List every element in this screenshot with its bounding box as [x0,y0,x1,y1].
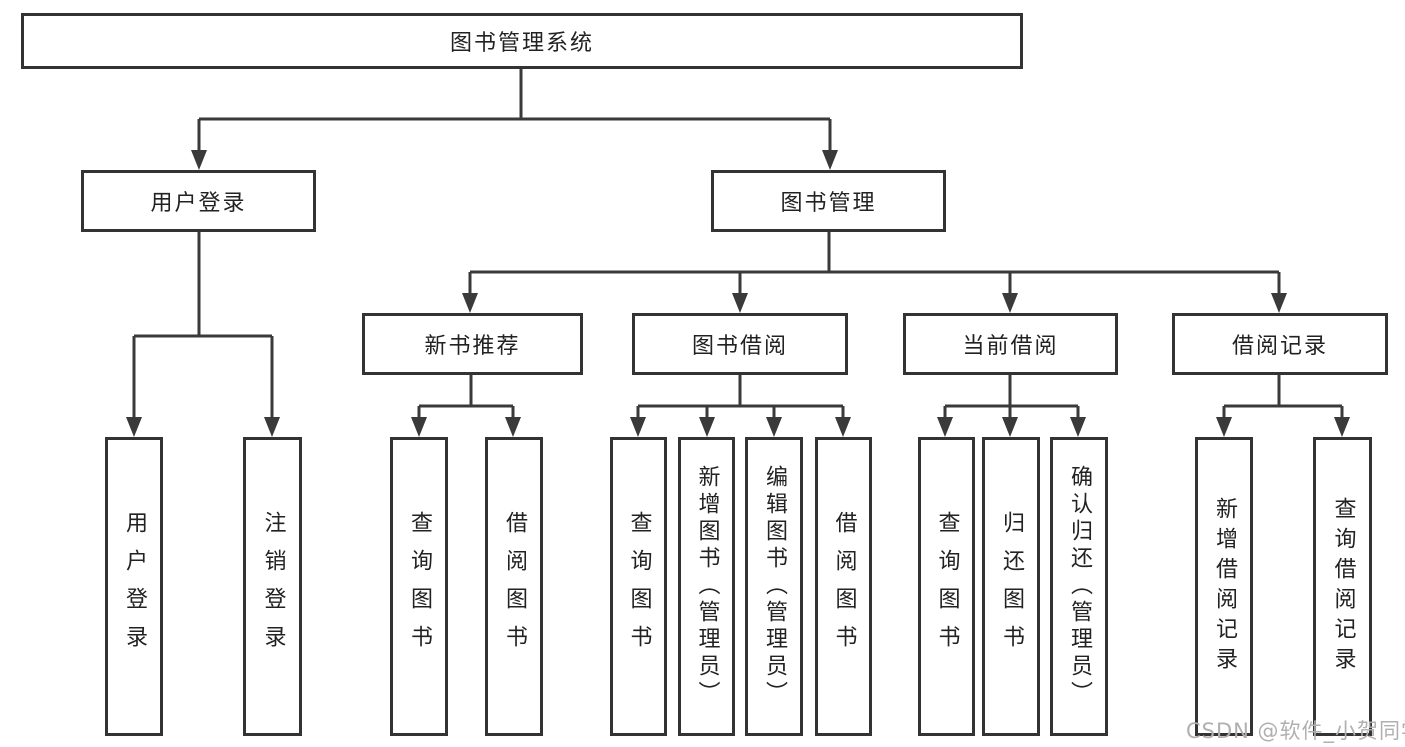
connector-userlogin-to-leaves [126,232,280,437]
leaf-add-books-admin-label: 新增图书（管理员） [694,465,720,708]
leaf-logout: 注销登录 [243,437,302,736]
leaf-query-books-newrec: 查询图书 [390,437,448,736]
leaf-confirm-return-admin: 确认归还（管理员） [1050,437,1108,736]
leaf-edit-books-admin-label: 编辑图书（管理员） [762,465,787,708]
csdn-watermark: CSDN @软件_小贺同学 [1186,719,1405,743]
leaf-logout-label: 注销登录 [260,510,286,663]
leaf-query-books-borrow-label: 查询图书 [626,510,652,663]
leaf-add-books-admin: 新增图书（管理员） [678,437,735,736]
leaf-borrow-books: 借阅图书 [815,437,872,736]
leaf-query-borrow-record-label: 查询借阅记录 [1330,496,1356,677]
node-new-book-recommendation: 新书推荐 [362,313,583,375]
connector-bookmgmt-to-level3 [462,232,1287,313]
leaf-borrow-books-newrec: 借阅图书 [485,437,543,736]
connector-borrowrecord-to-leaves [1216,375,1350,437]
connector-currentborrow-to-leaves [937,375,1086,437]
leaf-add-borrow-record-label: 新增借阅记录 [1212,496,1237,677]
node-book-management: 图书管理 [711,170,946,232]
node-borrowing-records: 借阅记录 [1172,313,1388,375]
leaf-edit-books-admin: 编辑图书（管理员） [745,437,803,736]
node-book-borrowing: 图书借阅 [632,313,848,375]
leaf-add-borrow-record: 新增借阅记录 [1195,437,1253,736]
connector-bookborrow-to-leaves [630,375,851,437]
leaf-query-borrow-record: 查询借阅记录 [1313,437,1372,736]
leaf-return-books-label: 归还图书 [999,510,1024,663]
leaf-user-login: 用户登录 [105,437,163,736]
leaf-borrow-books-label: 借阅图书 [831,510,857,663]
node-user-login: 用户登录 [81,170,316,232]
connector-root-to-level2 [191,69,838,170]
leaf-borrow-books-newrec-label: 借阅图书 [502,510,527,663]
leaf-query-books-borrow: 查询图书 [610,437,667,736]
connector-newbookrec-to-leaves [411,375,521,437]
leaf-query-books-newrec-label: 查询图书 [407,510,432,663]
leaf-confirm-return-admin-label: 确认归还（管理员） [1067,465,1092,708]
leaf-return-books: 归还图书 [982,437,1040,736]
leaf-user-login-label: 用户登录 [122,510,147,663]
node-current-borrowing: 当前借阅 [903,313,1118,375]
leaf-query-books-current-label: 查询图书 [934,510,960,663]
node-root: 图书管理系统 [21,13,1023,69]
leaf-query-books-current: 查询图书 [918,437,975,736]
